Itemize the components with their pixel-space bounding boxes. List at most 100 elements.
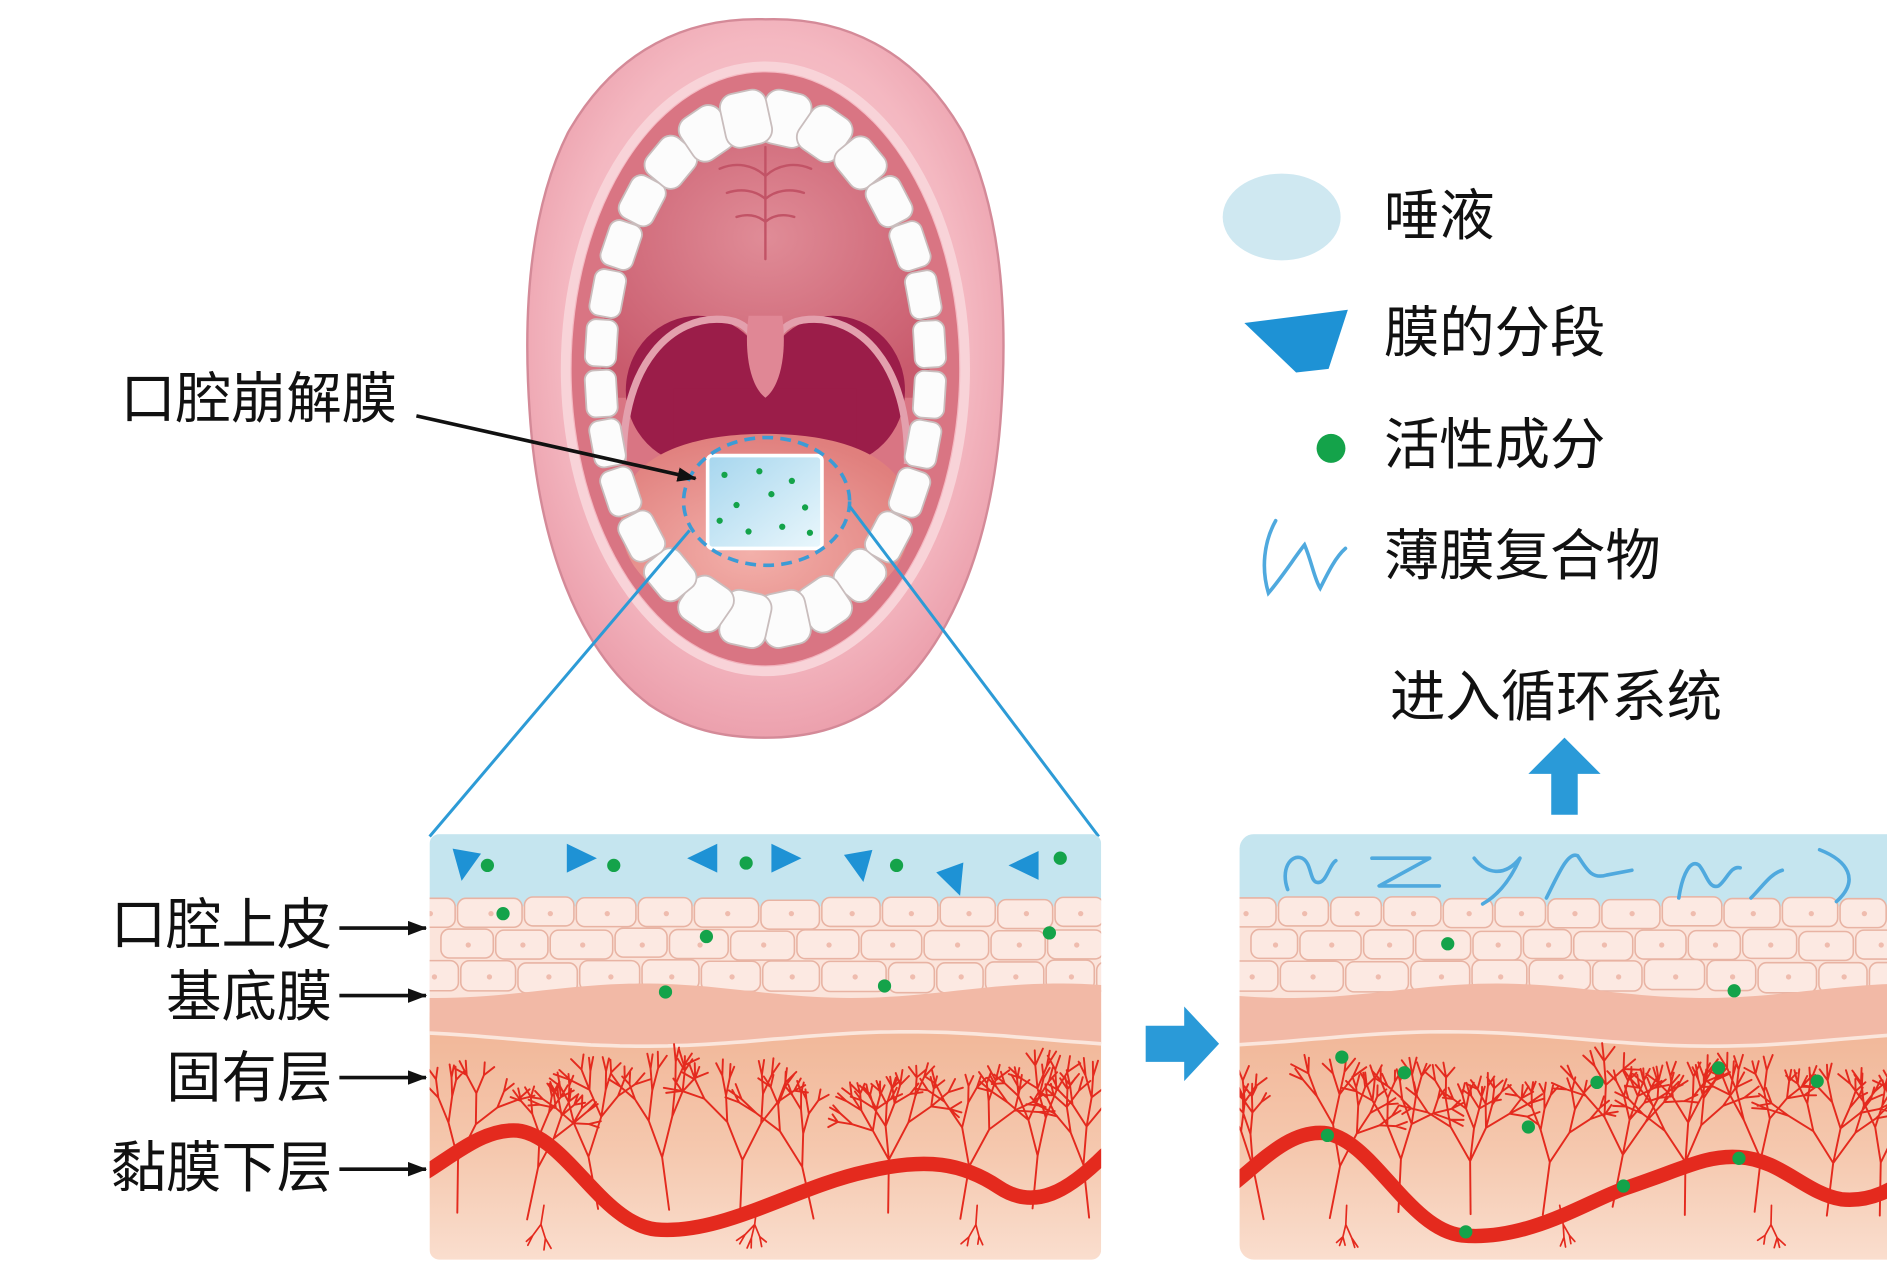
label-epithelium: 口腔上皮 — [111, 894, 332, 958]
capillary — [960, 1204, 984, 1247]
capillary — [1239, 1064, 1271, 1221]
cell-nucleus — [1808, 910, 1814, 917]
active-ingredient-dot — [806, 529, 814, 536]
capillary — [607, 1043, 709, 1211]
film-complex — [1472, 856, 1522, 906]
film-complex — [1749, 868, 1785, 900]
cell-nucleus — [890, 942, 896, 948]
capillary — [1756, 1204, 1787, 1249]
film-highlight-dashed-ellipse — [681, 435, 852, 568]
active-ingredient-dot — [721, 471, 728, 479]
film-complex-legend-icon — [1262, 518, 1348, 597]
active-ingredient-dot — [1459, 1225, 1473, 1239]
saliva-legend-icon — [1222, 173, 1341, 261]
active-ingredient-dot — [1335, 1050, 1349, 1064]
active-ingredient-dot — [768, 491, 775, 498]
active-ingredient-dot — [877, 979, 892, 993]
cell-nucleus — [1126, 974, 1131, 979]
film-label: 口腔崩解膜 — [120, 368, 397, 432]
epithelial-cell — [1106, 899, 1156, 928]
active-ingredient-dot — [1810, 1074, 1824, 1088]
cell-nucleus — [1466, 910, 1472, 917]
epithelial-cell — [1643, 958, 1706, 991]
cell-nucleus — [910, 974, 916, 980]
cell-nucleus — [1329, 942, 1335, 948]
right-arrow-icon — [1145, 1006, 1220, 1082]
cell-nucleus — [1438, 974, 1445, 980]
cell-nucleus — [966, 910, 972, 917]
upper-tooth — [888, 220, 932, 272]
active-ingredient-dot — [1053, 851, 1067, 865]
film-complex — [1817, 847, 1851, 904]
cell-nucleus — [1386, 942, 1393, 948]
active-ingredient-dot — [1727, 984, 1741, 998]
cell-nucleus — [1354, 910, 1360, 917]
epithelial-cell — [1106, 930, 1168, 959]
lower-tooth — [583, 368, 619, 419]
cell-nucleus — [486, 974, 493, 980]
cell-nucleus — [1729, 974, 1736, 980]
film-segment — [936, 862, 964, 896]
epithelial-cell — [1095, 961, 1102, 993]
capillary-network — [429, 1043, 1102, 1251]
active-ingredient-dot — [889, 858, 904, 873]
cell-nucleus — [1302, 910, 1308, 917]
upper-tooth — [864, 175, 914, 229]
mucosa-panel-dissolving — [429, 834, 1168, 1260]
cell-nucleus — [488, 910, 494, 917]
active-ingredient-dot — [788, 477, 795, 485]
capillary — [1025, 1056, 1102, 1219]
cell-nucleus — [1712, 942, 1719, 948]
film-complex — [1544, 853, 1634, 900]
capillary — [525, 1204, 552, 1251]
cell-nucleus — [1249, 974, 1255, 980]
cell-nucleus — [1495, 942, 1501, 948]
lower-tooth — [903, 418, 943, 470]
capillary — [509, 1081, 602, 1221]
oral-film — [705, 453, 824, 551]
upper-tooth — [599, 219, 643, 271]
active-ingredient-dot — [1397, 1066, 1412, 1080]
cell-nucleus — [1841, 974, 1847, 980]
capillary — [662, 1057, 809, 1214]
layer-labels: 口腔上皮 基底膜 固有层 黏膜下层 — [111, 894, 428, 1201]
active-ingredient-dot — [1711, 1061, 1726, 1075]
cell-nucleus — [849, 910, 855, 917]
upper-tooth — [904, 269, 943, 321]
legend-saliva-label: 唾液 — [1384, 185, 1495, 249]
active-ingredient-dot — [1521, 1120, 1535, 1134]
cell-nucleus — [1498, 974, 1504, 980]
upper-tooth — [912, 319, 947, 369]
film-segment — [771, 843, 802, 873]
cell-nucleus — [954, 942, 961, 948]
cell-nucleus — [608, 974, 614, 980]
film-complex — [1283, 855, 1338, 892]
film-segment — [452, 848, 482, 881]
film-segment — [687, 843, 718, 873]
cell-nucleus — [431, 974, 438, 980]
lower-tooth — [912, 369, 947, 420]
circulation-label: 进入循环系统 — [1390, 666, 1722, 730]
film-pointer-arrow — [415, 414, 697, 482]
cell-nucleus — [1785, 974, 1792, 980]
cell-nucleus — [1659, 942, 1665, 948]
epithelial-cell — [429, 897, 456, 929]
capillary — [976, 1047, 1082, 1210]
capillary — [429, 1059, 536, 1214]
cell-nucleus — [789, 974, 795, 980]
teeth — [583, 88, 947, 649]
capillary — [1335, 1204, 1359, 1249]
submucosa-blood-vessel — [429, 1123, 1102, 1238]
cell-nucleus — [826, 942, 832, 948]
cell-nucleus — [1861, 910, 1868, 917]
upper-tooth — [719, 88, 773, 149]
active-ingredient-dot — [801, 504, 809, 511]
cell-nucleus — [465, 942, 471, 948]
cell-nucleus — [669, 974, 675, 980]
open-mouth-illustration — [526, 18, 1005, 739]
cell-nucleus — [1068, 974, 1075, 980]
epithelial-cells — [1239, 896, 1887, 994]
basement-membrane-edge — [429, 1029, 1102, 1049]
